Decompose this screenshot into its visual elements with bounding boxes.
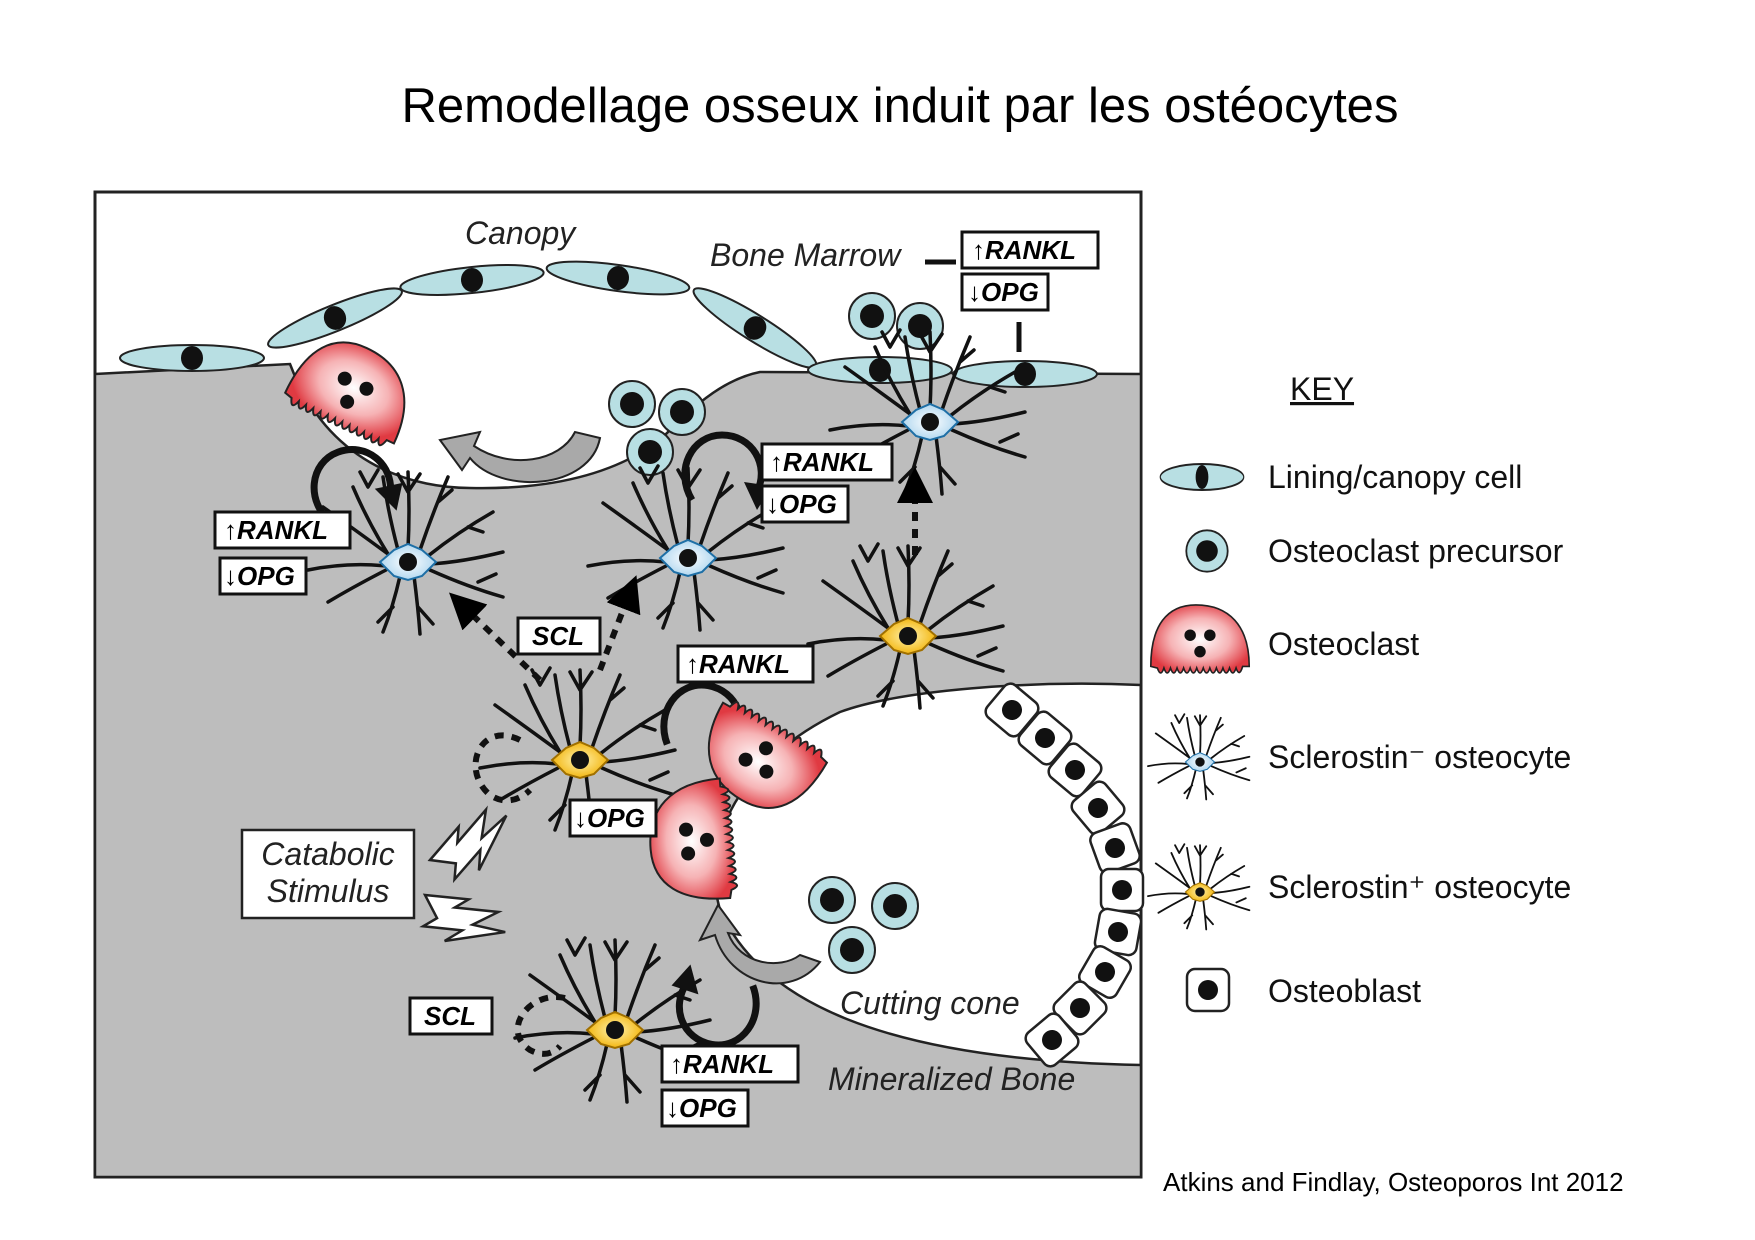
svg-text:↓OPG: ↓OPG <box>968 277 1039 307</box>
cutting-cone-label: Cutting cone <box>840 985 1020 1021</box>
osteoclast-precursor-icon <box>1185 529 1229 573</box>
svg-text:↓OPG: ↓OPG <box>766 489 837 519</box>
citation: Atkins and Findlay, Osteoporos Int 2012 <box>1163 1167 1624 1197</box>
signal-box-opg-center: ↓OPG <box>568 798 658 838</box>
canopy-label: Canopy <box>465 215 577 251</box>
signal-box-rankl-center: ↑RANKL <box>676 644 815 684</box>
svg-text:↓OPG: ↓OPG <box>666 1093 737 1123</box>
signal-box-scl-bottom: SCL <box>408 996 494 1036</box>
osteoblast-icon <box>1185 967 1231 1013</box>
signal-box-middle: ↑RANKL ↓OPG <box>760 442 894 524</box>
svg-text:↑RANKL: ↑RANKL <box>686 649 790 679</box>
legend-item-scl-neg: Sclerostin⁻ osteocyte <box>1268 739 1571 775</box>
lining-cell-icon <box>1159 463 1245 491</box>
resorption-arrow-top <box>438 430 602 484</box>
svg-text:↑RANKL: ↑RANKL <box>770 447 874 477</box>
svg-text:SCL: SCL <box>424 1001 476 1031</box>
dotted-signal-arrows <box>449 467 933 1057</box>
svg-text:↑RANKL: ↑RANKL <box>224 515 328 545</box>
legend-item-precursor: Osteoclast precursor <box>1268 533 1564 569</box>
signal-box-scl-top: SCL <box>516 616 602 656</box>
sclerostin-negative-osteocyte-icon <box>1148 714 1249 799</box>
svg-text:↑RANKL: ↑RANKL <box>670 1049 774 1079</box>
mineralized-bone-label: Mineralized Bone <box>828 1061 1075 1097</box>
catabolic-label-line1: Catabolic <box>261 836 394 872</box>
legend-item-scl-pos: Sclerostin⁺ osteocyte <box>1268 869 1571 905</box>
osteoclast-icon <box>1149 604 1251 674</box>
legend-heading: KEY <box>1290 371 1354 407</box>
svg-text:↑RANKL: ↑RANKL <box>972 235 1076 265</box>
sclerostin-positive-osteocyte-icon <box>1148 844 1249 929</box>
legend-item-osteoblast: Osteoblast <box>1268 973 1421 1009</box>
legend-item-osteoclast: Osteoclast <box>1268 626 1419 662</box>
catabolic-stimulus-box <box>240 828 416 920</box>
signal-box-bottom: ↑RANKL ↓OPG <box>660 1044 800 1128</box>
page-title: Remodellage osseux induit par les ostéoc… <box>401 79 1399 133</box>
svg-text:↓OPG: ↓OPG <box>574 803 645 833</box>
catabolic-label-line2: Stimulus <box>267 873 390 909</box>
legend: KEY Lining/canopy cell Osteoclast precur… <box>1148 371 1571 1013</box>
resorption-arrow-cone <box>697 903 822 985</box>
mineralized-bone-region <box>93 362 1143 1179</box>
svg-text:↓OPG: ↓OPG <box>224 561 295 591</box>
svg-text:SCL: SCL <box>532 621 584 651</box>
signal-box-marrow: ↑RANKL ↓OPG <box>960 230 1100 312</box>
bone-marrow-label: Bone Marrow <box>710 237 902 273</box>
legend-item-lining: Lining/canopy cell <box>1268 459 1522 495</box>
signal-box-left: ↑RANKL ↓OPG <box>213 510 352 596</box>
